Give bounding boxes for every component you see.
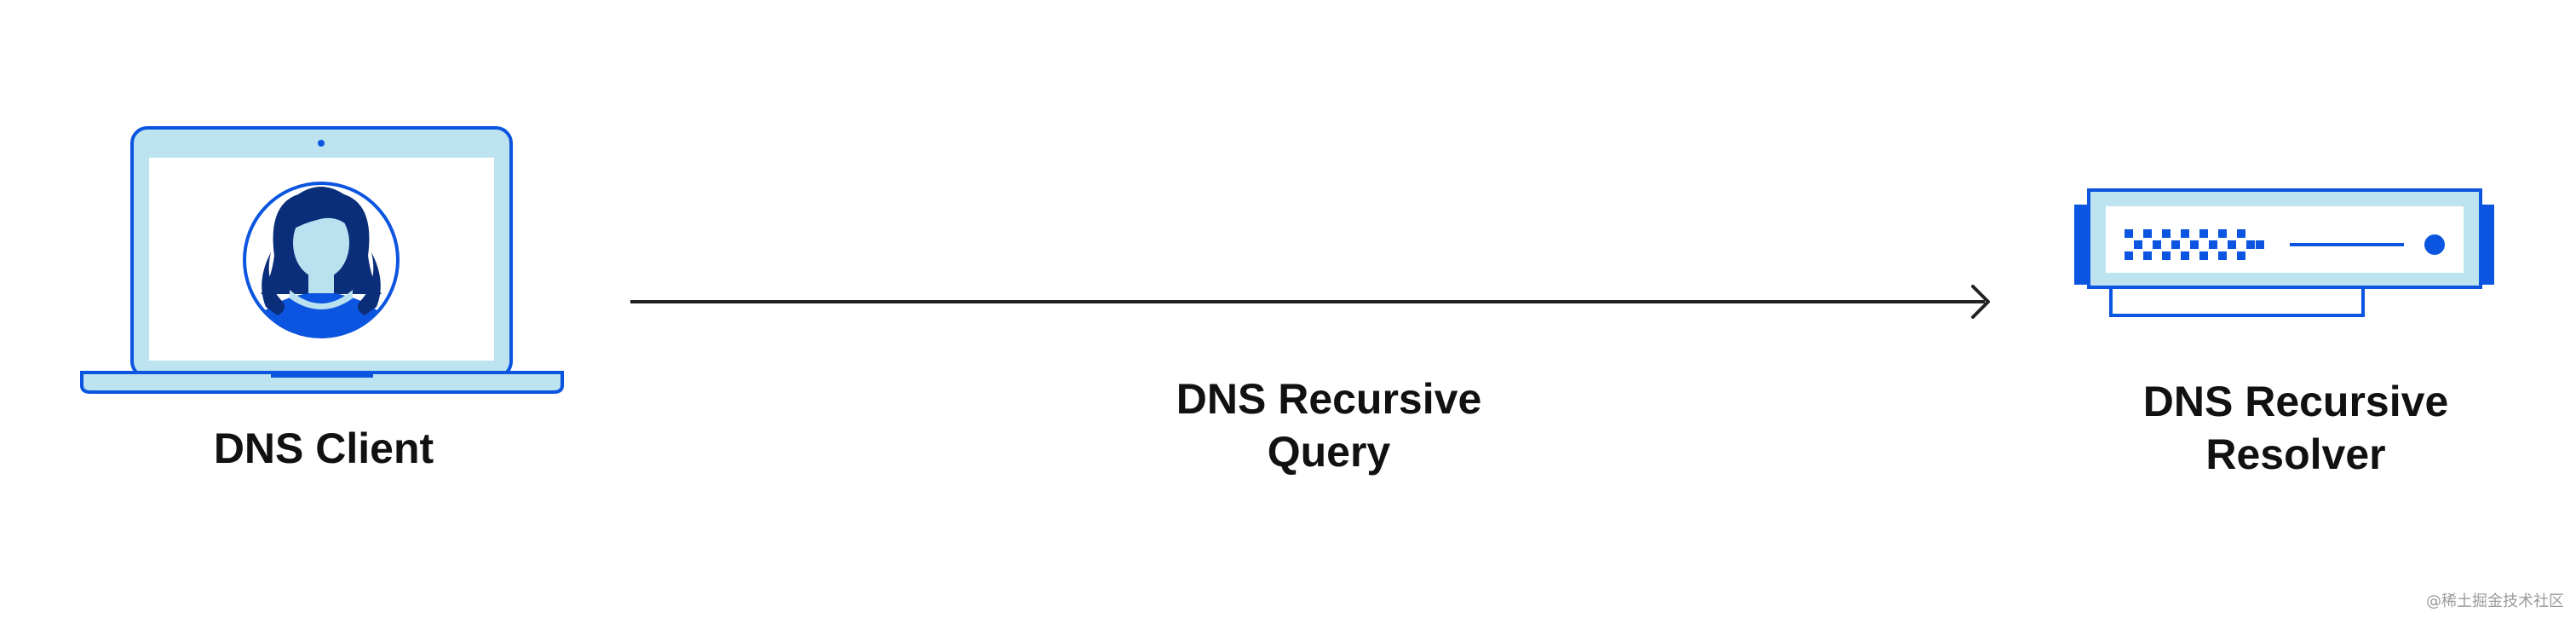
server-status-light <box>2424 234 2445 255</box>
server-icon <box>2074 188 2494 317</box>
query-label-line-2: Query <box>1267 428 1391 476</box>
server-led-grid <box>2125 229 2264 260</box>
laptop-hinge <box>271 373 373 378</box>
client-label-line-1: DNS Client <box>213 425 434 472</box>
laptop-icon <box>80 126 564 394</box>
resolver-label-line-1: DNS Recursive <box>2142 378 2449 425</box>
server-panel <box>2106 206 2464 273</box>
watermark: @稀土掘金技术社区 <box>2426 592 2564 610</box>
resolver-label: DNS Recursive Resolver <box>2083 375 2509 481</box>
arrow-head-icon <box>1971 285 1990 319</box>
laptop-base <box>80 371 564 394</box>
resolver-label-line-2: Resolver <box>2205 430 2386 478</box>
user-avatar-icon <box>243 182 400 338</box>
query-label-line-1: DNS Recursive <box>1176 375 1482 423</box>
client-label: DNS Client <box>153 422 494 475</box>
laptop-camera-dot <box>318 140 325 147</box>
query-arrow <box>630 285 1990 319</box>
query-label: DNS Recursive Query <box>1116 373 1542 478</box>
server-tray <box>2109 286 2365 317</box>
